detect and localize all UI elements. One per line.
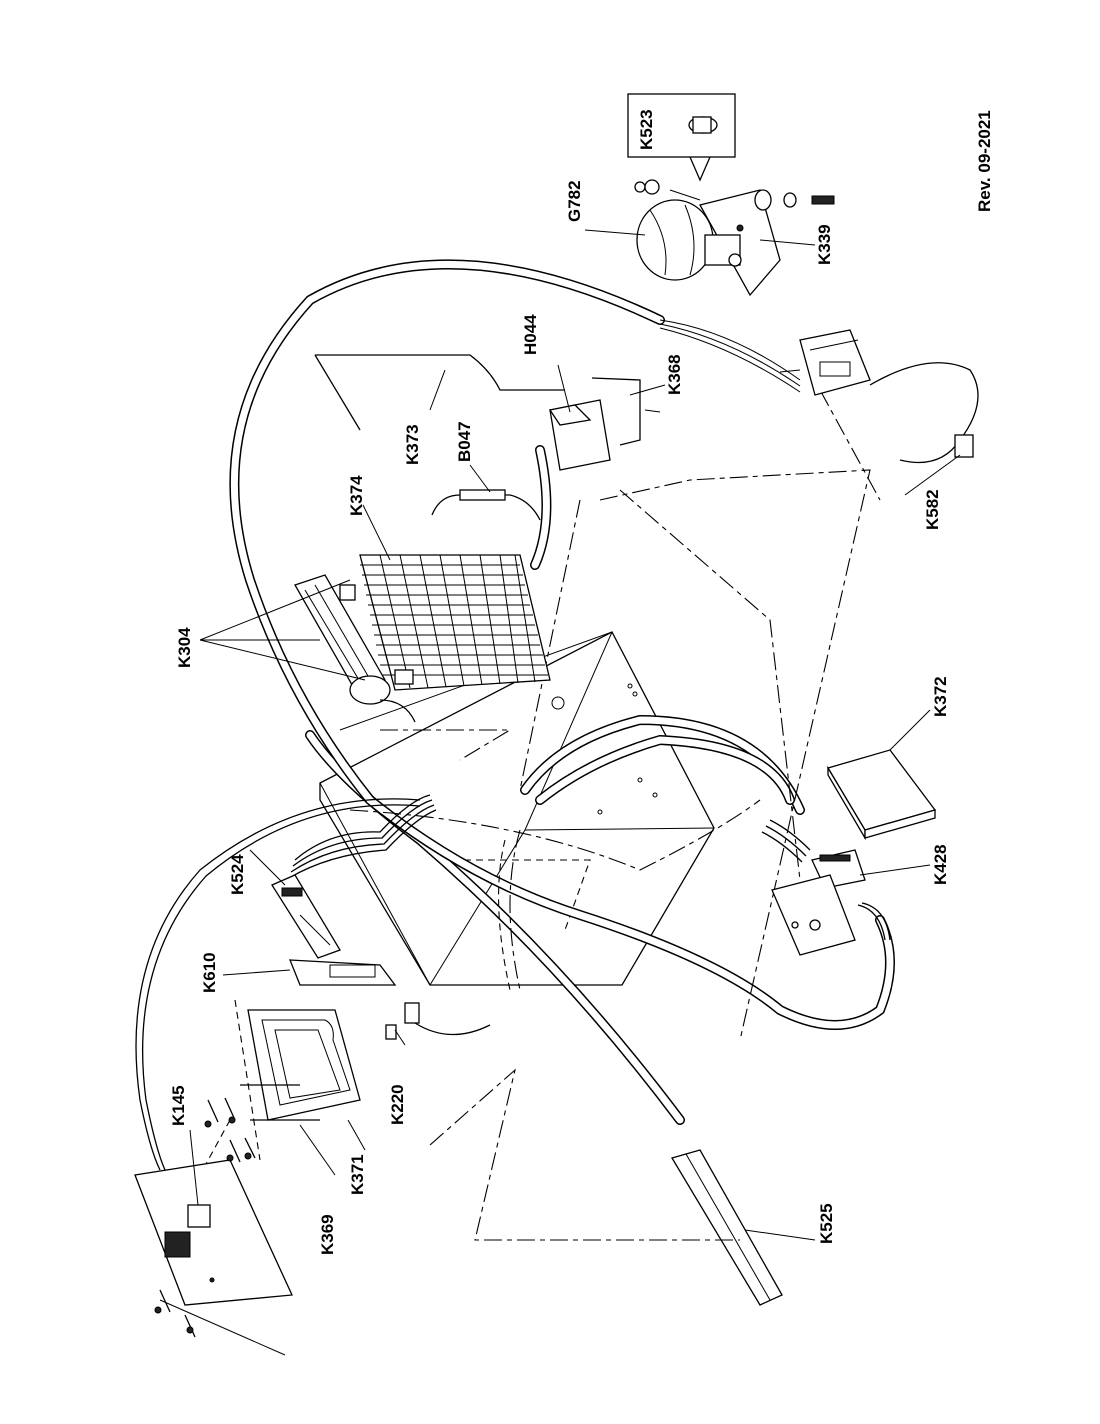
cover-plate	[134, 1159, 293, 1356]
label-k372: K372	[931, 676, 950, 717]
part-labels: K523 G782 K339 H044 K368 K373 B047 K374 …	[169, 109, 950, 1255]
display-k524	[271, 874, 341, 959]
label-k339: K339	[815, 224, 834, 265]
junction-box	[779, 329, 979, 464]
label-k610: K610	[200, 952, 219, 993]
panel-k610	[289, 959, 397, 986]
pcb-k428	[771, 849, 891, 956]
leader-lines	[189, 229, 961, 1241]
wire-harness	[288, 794, 811, 879]
label-k368: K368	[665, 354, 684, 395]
label-k582: K582	[923, 489, 942, 530]
fan-k304	[294, 574, 416, 723]
compressor-g782	[634, 179, 835, 297]
label-k371: K371	[348, 1154, 367, 1195]
label-k220: K220	[388, 1084, 407, 1125]
tube-k373	[314, 354, 565, 431]
sensor-k220	[385, 1002, 491, 1040]
label-k428: K428	[931, 844, 950, 885]
label-k369: K369	[318, 1214, 337, 1255]
heater-k371	[240, 1009, 361, 1121]
label-k525: K525	[817, 1203, 836, 1244]
label-h044: H044	[521, 314, 540, 355]
label-k524: K524	[228, 854, 247, 895]
middle-tubes	[349, 714, 805, 991]
label-k304: K304	[175, 627, 194, 668]
drain-tube-k525	[305, 730, 783, 1306]
capacitor-k523	[627, 93, 736, 182]
label-k145: K145	[169, 1085, 188, 1126]
label-k374: K374	[347, 475, 366, 516]
label-b047: B047	[455, 421, 474, 462]
fan-cable-loop	[135, 798, 421, 1171]
filter-b047	[431, 445, 552, 570]
control-box-k372	[827, 749, 937, 841]
label-g782: G782	[565, 180, 584, 222]
condenser-k374	[359, 554, 551, 691]
bracket-h044	[548, 377, 661, 471]
label-k373: K373	[403, 424, 422, 465]
revision-label: Rev. 09-2021	[975, 110, 994, 212]
label-k523: K523	[637, 109, 656, 150]
screws	[154, 1097, 256, 1338]
cabinet-body	[319, 631, 715, 986]
